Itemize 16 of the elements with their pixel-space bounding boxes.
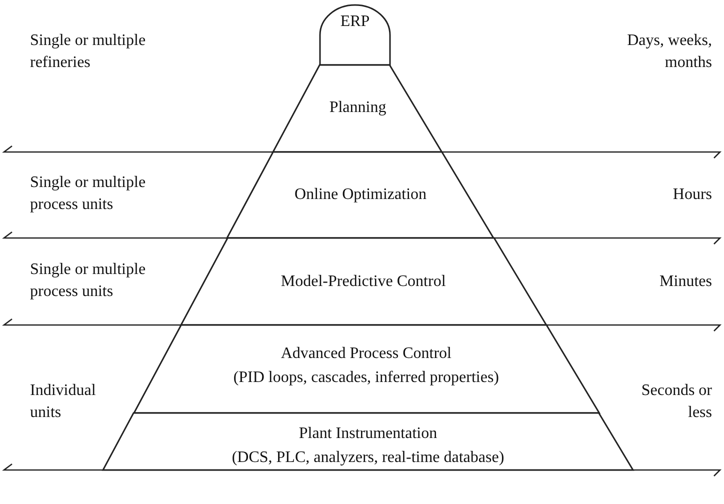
scope-label: Single or multiple refineries (30, 31, 147, 73)
layer-title: Plant Instrumentation (298, 424, 438, 444)
scope-label: Individual units (30, 381, 97, 423)
layer-title: Advanced Process Control (280, 344, 452, 364)
time-scale-label: Days, weeks, months (626, 31, 712, 73)
scope-label: Single or multiple process units (30, 260, 147, 302)
layer-title: ERP (340, 12, 370, 32)
scope-label: Single or multiple process units (30, 173, 147, 215)
layer-description: (PID loops, cascades, inferred properties) (233, 368, 499, 388)
layer-description: (DCS, PLC, analyzers, real-time database) (232, 448, 504, 468)
layer-title: Model-Predictive Control (280, 272, 446, 292)
layer-title: Online Optimization (294, 185, 427, 205)
time-scale-label: Seconds or less (640, 381, 712, 423)
time-scale-label: Minutes (658, 272, 712, 292)
time-scale-label: Hours (672, 185, 712, 205)
layer-title: Planning (329, 98, 386, 118)
